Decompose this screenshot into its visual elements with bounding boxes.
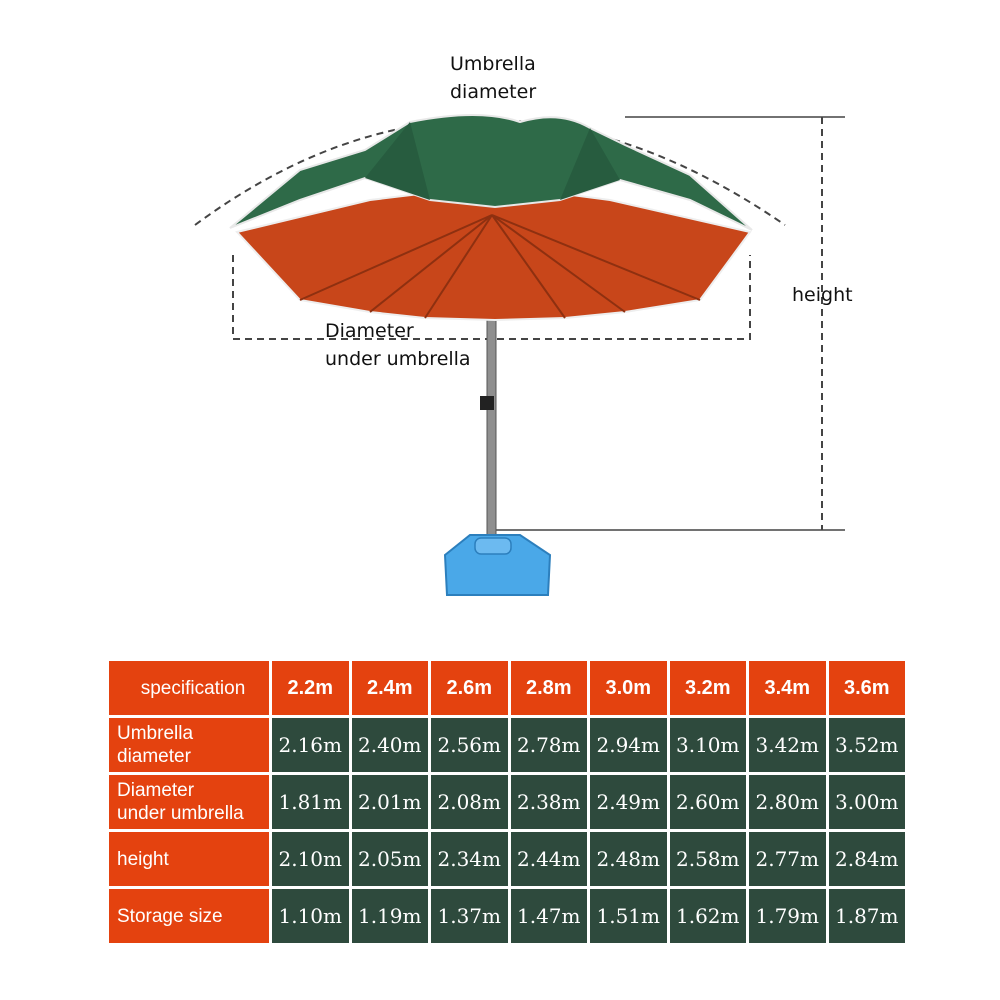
row-label-line: Storage size [117,905,223,927]
table-cell: 1.47m [510,889,587,943]
canopy-ribs [299,214,701,319]
size-header: 3.6m [828,661,905,715]
size-header: 3.4m [749,661,826,715]
row-label-storage-size: Storage size [109,889,269,943]
table-cell: 3.42m [749,718,826,772]
umbrella-illustration [194,114,845,596]
specification-header: specification [109,661,269,715]
table-cell: 2.44m [510,832,587,886]
table-cell: 1.51m [590,889,667,943]
table-cell: 1.87m [828,889,905,943]
table-cell: 3.52m [828,718,905,772]
table-cell: 2.38m [510,775,587,829]
pole-clamp [480,396,494,410]
table-row: height 2.10m 2.05m 2.34m 2.44m 2.48m 2.5… [109,832,905,886]
table-cell: 2.40m [351,718,428,772]
table-cell: 2.84m [828,832,905,886]
table-cell: 1.10m [272,889,349,943]
size-header: 2.4m [351,661,428,715]
umbrella-diameter-label: Umbrella diameter [450,50,536,106]
table-cell: 2.16m [272,718,349,772]
umbrella-diameter-label-line2: diameter [450,81,537,103]
table-cell: 2.56m [431,718,508,772]
table-cell: 2.08m [431,775,508,829]
table-cell: 1.19m [351,889,428,943]
umbrella-base [443,534,552,596]
table-row: Umbrella diameter 2.16m 2.40m 2.56m 2.78… [109,718,905,772]
table-cell: 2.05m [351,832,428,886]
table-cell: 2.78m [510,718,587,772]
table-header-row: specification 2.2m 2.4m 2.6m 2.8m 3.0m 3… [109,661,905,715]
size-header: 2.6m [431,661,508,715]
table-cell: 1.81m [272,775,349,829]
table-cell: 3.10m [669,718,746,772]
row-label-line: Diameter [117,780,195,801]
table-cell: 1.62m [669,889,746,943]
table-row: Storage size 1.10m 1.19m 1.37m 1.47m 1.5… [109,889,905,943]
size-header: 2.2m [272,661,349,715]
table-cell: 3.00m [828,775,905,829]
row-label-line: diameter [117,746,191,767]
table-cell: 2.48m [590,832,667,886]
umbrella-diameter-label-line1: Umbrella [450,53,536,75]
table-cell: 2.49m [590,775,667,829]
specification-table: specification 2.2m 2.4m 2.6m 2.8m 3.0m 3… [106,658,908,946]
table-cell: 2.80m [749,775,826,829]
table-row: Diameter under umbrella 1.81m 2.01m 2.08… [109,775,905,829]
diameter-under-label: Diameter under umbrella [325,317,471,373]
table-cell: 2.01m [351,775,428,829]
diameter-under-label-line2: under umbrella [325,348,471,370]
canopy-top [229,114,753,231]
diameter-under-label-line1: Diameter [325,320,414,342]
size-header: 3.0m [590,661,667,715]
size-header: 2.8m [510,661,587,715]
size-header: 3.2m [669,661,746,715]
table-cell: 2.10m [272,832,349,886]
table-cell: 2.34m [431,832,508,886]
row-label-line: height [117,848,169,870]
base-cap [474,537,512,555]
table-cell: 1.37m [431,889,508,943]
umbrella-diagram: Umbrella diameter Diameter under umbrell… [194,50,853,596]
table-cell: 1.79m [749,889,826,943]
table-cell: 2.60m [669,775,746,829]
canopy-panels [365,122,620,200]
row-label-diameter-under: Diameter under umbrella [109,775,269,829]
row-label-height: height [109,832,269,886]
height-label: height [792,284,853,306]
row-label-umbrella-diameter: Umbrella diameter [109,718,269,772]
row-label-line: under umbrella [117,803,244,824]
table-cell: 2.77m [749,832,826,886]
table-cell: 2.94m [590,718,667,772]
row-label-line: Umbrella [117,723,194,744]
table-cell: 2.58m [669,832,746,886]
